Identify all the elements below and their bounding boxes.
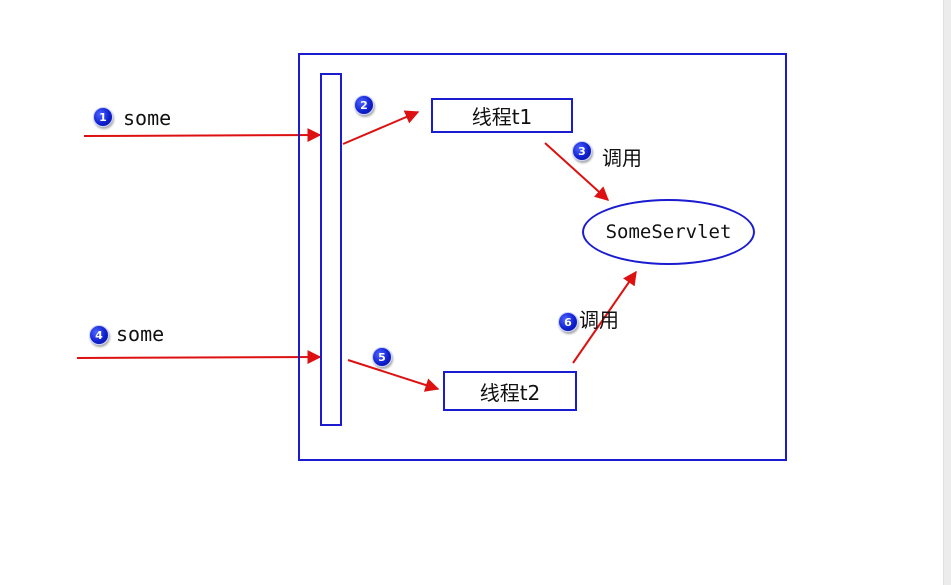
step-6-badge: 6 [558, 312, 578, 332]
step-4-badge: 4 [89, 325, 109, 345]
some-servlet-ellipse: SomeServlet [582, 199, 755, 265]
thread-t2-label: 线程t2 [479, 380, 541, 405]
arrow-call-2 [572, 270, 637, 364]
call-1-label: 调用 [602, 146, 642, 170]
step-1-badge: 1 [93, 107, 113, 127]
arrow-to-thread-2 [347, 359, 440, 392]
thread-t1-box: 线程t1 [431, 98, 573, 133]
step-5-badge: 5 [372, 347, 392, 367]
scrollbar-edge [943, 0, 951, 585]
arrow-call-1 [544, 142, 610, 201]
some-servlet-label: SomeServlet [605, 221, 732, 243]
container-frame [298, 53, 787, 461]
request-queue-bar [320, 73, 342, 426]
arrow-request-1 [83, 128, 322, 143]
request-2-label: some [116, 322, 165, 346]
request-1-label: some [123, 106, 172, 130]
step-3-badge: 3 [572, 141, 592, 161]
arrow-to-thread-1 [342, 110, 420, 145]
step-2-badge: 2 [354, 95, 374, 115]
call-2-label: 调用 [579, 308, 619, 332]
thread-t2-box: 线程t2 [443, 371, 577, 411]
thread-t1-label: 线程t1 [471, 105, 533, 129]
arrow-request-2 [76, 350, 322, 365]
